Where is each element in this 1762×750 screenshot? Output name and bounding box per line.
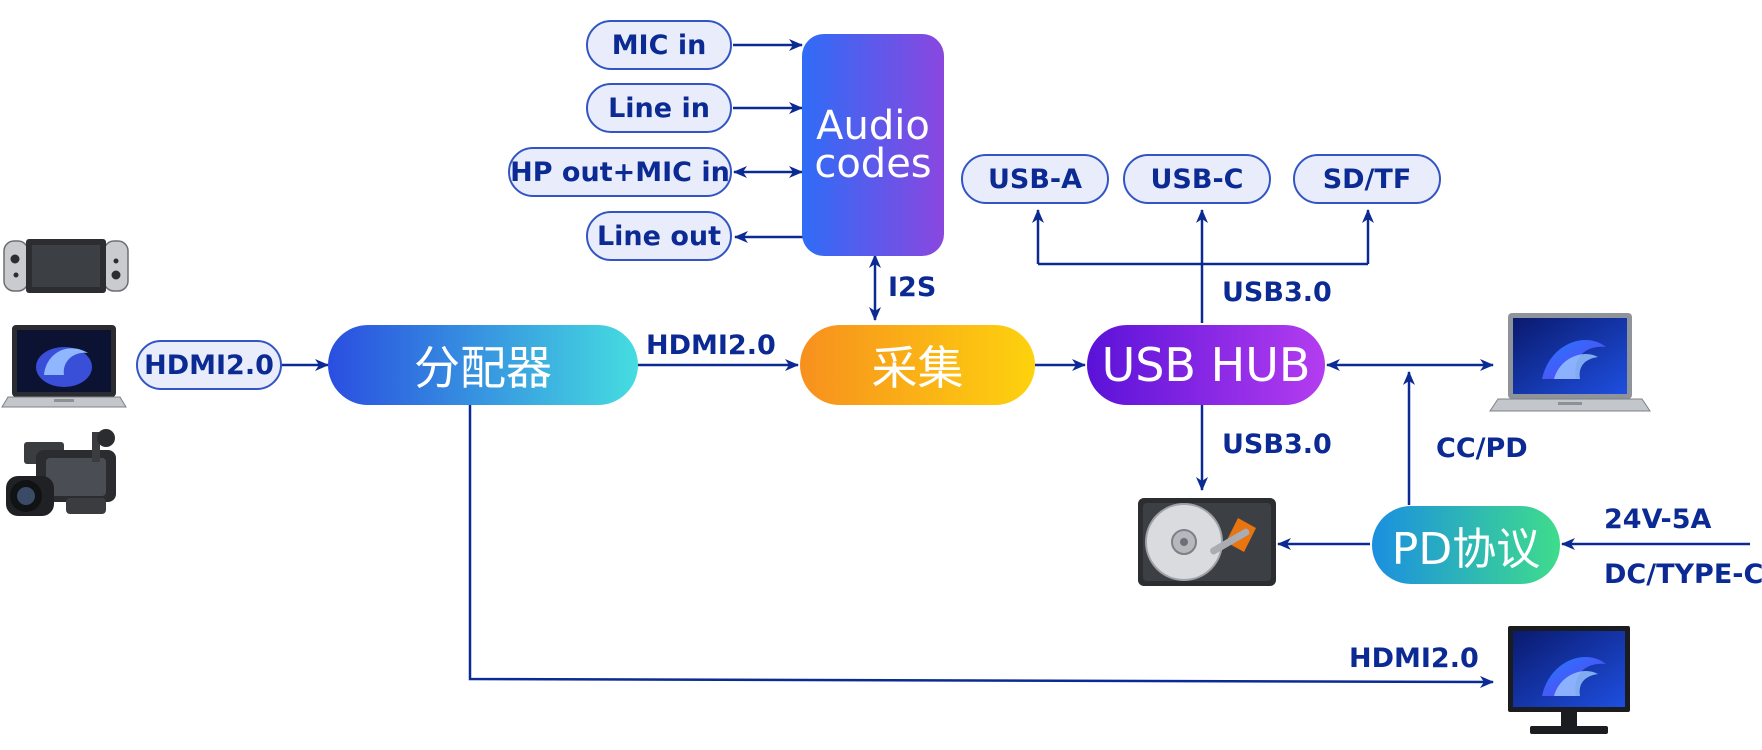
capture-block: 采集 [800, 325, 1035, 405]
usb-hub-block: USB HUB [1087, 325, 1325, 405]
hard-drive-icon [1138, 498, 1276, 586]
audio-codec-label-line2: codes [814, 141, 932, 187]
power-spec-label: 24V-5A [1604, 504, 1712, 535]
hdmi-out-line [468, 403, 1494, 688]
line-out-pill: Line out [586, 211, 732, 261]
power-connector-label: DC/TYPE-C [1604, 559, 1762, 590]
usb-a-pill: USB-A [961, 154, 1109, 204]
laptop-left-icon [1, 325, 127, 408]
pd-block: PD协议 [1372, 506, 1560, 584]
usb-c-pill: USB-C [1123, 154, 1271, 204]
game-console-icon [3, 239, 129, 293]
monitor-icon [1508, 626, 1630, 734]
connector-lines [282, 39, 1750, 688]
camcorder-icon [6, 429, 116, 516]
i2s-label: I2S [888, 272, 937, 303]
cc-pd-label: CC/PD [1436, 433, 1528, 464]
hdmi-out-label: HDMI2.0 [1349, 643, 1479, 674]
hdmi-mid-label: HDMI2.0 [646, 330, 776, 361]
mic-in-pill: MIC in [586, 20, 732, 70]
usb3-bottom-label: USB3.0 [1222, 429, 1332, 460]
hdmi-in-pill: HDMI2.0 [136, 340, 282, 390]
laptop-right-icon [1489, 313, 1651, 412]
usb3-top-label: USB3.0 [1222, 277, 1332, 308]
sd-tf-pill: SD/TF [1293, 154, 1441, 204]
line-in-pill: Line in [586, 83, 732, 133]
splitter-block: 分配器 [328, 325, 638, 405]
audio-codec-label-line1: Audio [816, 103, 930, 149]
audio-codec-block: Audio codes [802, 34, 944, 256]
hp-out-mic-in-pill: HP out+MIC in [508, 147, 732, 197]
